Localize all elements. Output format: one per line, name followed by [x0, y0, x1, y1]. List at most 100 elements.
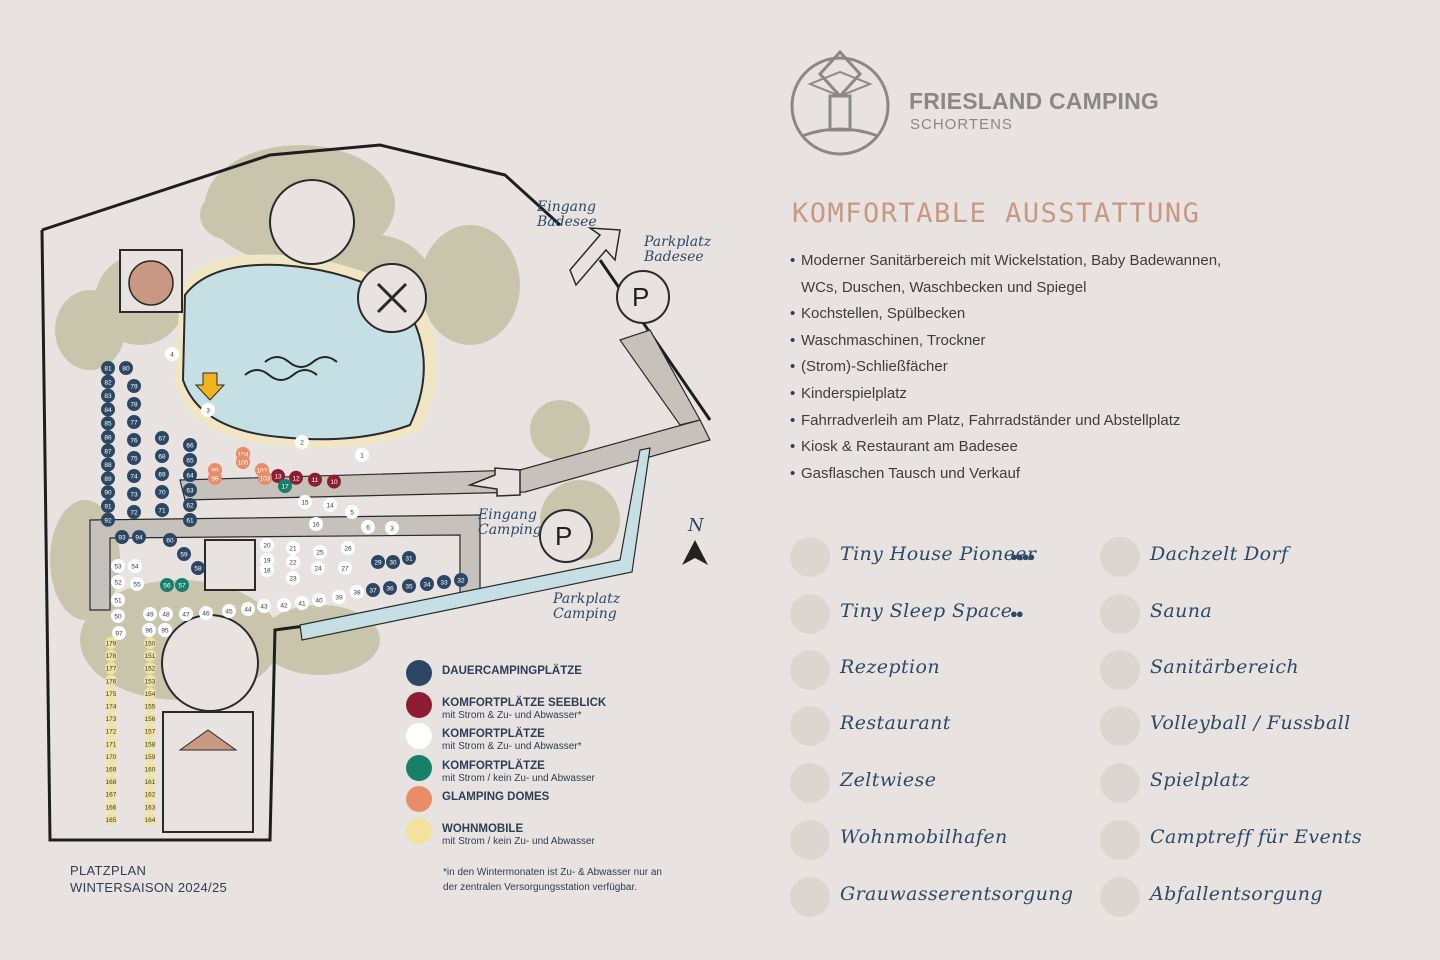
pitch-label: 51: [114, 598, 122, 605]
pitch-30: 30: [386, 555, 400, 569]
parking-badesee: [616, 270, 670, 324]
pitch-label: 73: [130, 492, 138, 499]
pitch-label: 164: [145, 817, 156, 824]
amenity-label: Abfallentsorgung: [1150, 883, 1323, 905]
legend-dot: [406, 818, 432, 844]
feature-list: Moderner Sanitärbereich mit Wickelstatio…: [790, 248, 1221, 487]
pitch-label: 47: [182, 612, 190, 619]
pitch-11: 11: [308, 472, 322, 487]
pitch-label: 14: [326, 503, 334, 510]
pitch-label: 174: [106, 704, 117, 711]
key-icon: [790, 650, 830, 690]
pitch-49: 49: [143, 607, 157, 621]
pitch-label: 91: [104, 504, 112, 511]
pitch-label: 66: [186, 443, 194, 450]
pitch-16: 16: [309, 517, 323, 531]
pitch-label: 41: [298, 601, 306, 608]
pitch-91: 91: [101, 499, 115, 513]
legend-title: KOMFORTPLÄTZE: [442, 728, 545, 740]
pitch-95: 95: [158, 623, 172, 637]
pitch-179: 179: [105, 637, 117, 649]
entry-arrow-camping: [467, 467, 521, 497]
legend-sub: mit Strom / kein Zu- und Abwasser: [442, 773, 595, 784]
pitch-41: 41: [295, 596, 309, 610]
pitch-label: 44: [244, 607, 252, 614]
pitch-159: 159: [144, 750, 156, 763]
pitch-44: 44: [241, 602, 255, 616]
feature-item: Kinderspielplatz: [790, 381, 1221, 408]
pitch-32: 32: [454, 573, 468, 587]
playground-bottom-circle: [161, 614, 259, 712]
pitch-label: 27: [341, 566, 349, 573]
pitch-176: 176: [105, 674, 117, 687]
pitch-77: 77: [127, 415, 141, 429]
pitch-label: 93: [118, 535, 126, 542]
pitch-85: 85: [101, 416, 115, 431]
pitch-label: 23: [289, 576, 297, 583]
tiny-house-icon: [790, 537, 830, 577]
pitch-label: 97: [115, 631, 123, 638]
pitch-175: 175: [105, 687, 117, 700]
pitch-label: 49: [146, 612, 154, 619]
pitch-62: 62: [183, 498, 197, 512]
pitch-label: 175: [106, 691, 117, 698]
pitch-label: 29: [374, 560, 382, 567]
pitch-38: 38: [350, 585, 364, 599]
legend-title: GLAMPING DOMES: [442, 791, 550, 803]
pitch-166: 166: [105, 800, 117, 813]
cutlery-icon: [790, 706, 830, 746]
pitch-label: 64: [186, 473, 194, 480]
amenity-label: Rezeption: [840, 656, 940, 678]
pitch-165: 165: [105, 813, 117, 826]
pitch-158: 158: [144, 737, 156, 750]
pitch-label: 94: [135, 535, 143, 542]
amenity-label: Tiny Sleep Space: [840, 600, 1013, 622]
pitch-103: 103: [258, 471, 272, 485]
pitch-21: 21: [286, 541, 300, 555]
pitch-label: 24: [314, 566, 322, 573]
pitch-label: 168: [106, 779, 117, 786]
feature-item: Waschmaschinen, Trockner: [790, 328, 1221, 355]
pitch-label: 92: [104, 517, 112, 524]
section-title: KOMFORTABLE AUSSTATTUNG: [792, 198, 1201, 229]
pitch-67: 67: [155, 431, 169, 445]
pitch-label: 102: [257, 468, 268, 475]
pitch-93: 93: [115, 530, 129, 544]
pitch-label: 17: [281, 484, 289, 491]
pitch-36: 36: [383, 581, 397, 595]
pitch-105: 105: [236, 455, 250, 469]
pitch-76: 76: [127, 433, 141, 447]
pitch-label: 84: [104, 407, 112, 414]
pitch-155: 155: [144, 700, 156, 712]
parking-symbol-badesee: P: [632, 282, 650, 312]
pitch-label: 45: [225, 609, 233, 616]
pitch-5: 5: [345, 505, 359, 519]
sauna-icon: [1100, 594, 1140, 634]
pitch-163: 163: [144, 800, 156, 813]
pitch-60: 60: [163, 533, 177, 547]
pitch-label: 80: [122, 366, 130, 373]
recycle-icon: [1100, 877, 1140, 917]
pitch-label: 60: [166, 538, 174, 545]
pitch-label: 54: [131, 564, 139, 571]
pitch-label: 5: [350, 510, 354, 517]
pitch-79: 79: [127, 379, 141, 393]
parking-symbol-camping: P: [555, 521, 573, 551]
feature-item: WCs, Duschen, Waschbecken und Spiegel: [801, 278, 1087, 296]
pitch-label: 158: [145, 741, 156, 748]
pitch-53: 53: [111, 559, 125, 573]
pitch-label: 169: [106, 767, 117, 774]
pitch-73: 73: [127, 487, 141, 501]
legend-dot: [406, 692, 432, 718]
brand-name: FRIESLAND CAMPING: [909, 88, 1160, 114]
pitch-label: 43: [260, 604, 268, 611]
pitch-label: 96: [145, 628, 153, 635]
legend-title: KOMFORTPLÄTZE: [442, 760, 545, 772]
pitch-56: 56: [160, 578, 174, 592]
pitch-156: 156: [144, 712, 156, 725]
pitch-label: 77: [130, 420, 138, 427]
pitch-label: 2: [300, 440, 304, 447]
pitch-3: 3: [201, 403, 215, 417]
pitch-label: 55: [133, 582, 141, 589]
